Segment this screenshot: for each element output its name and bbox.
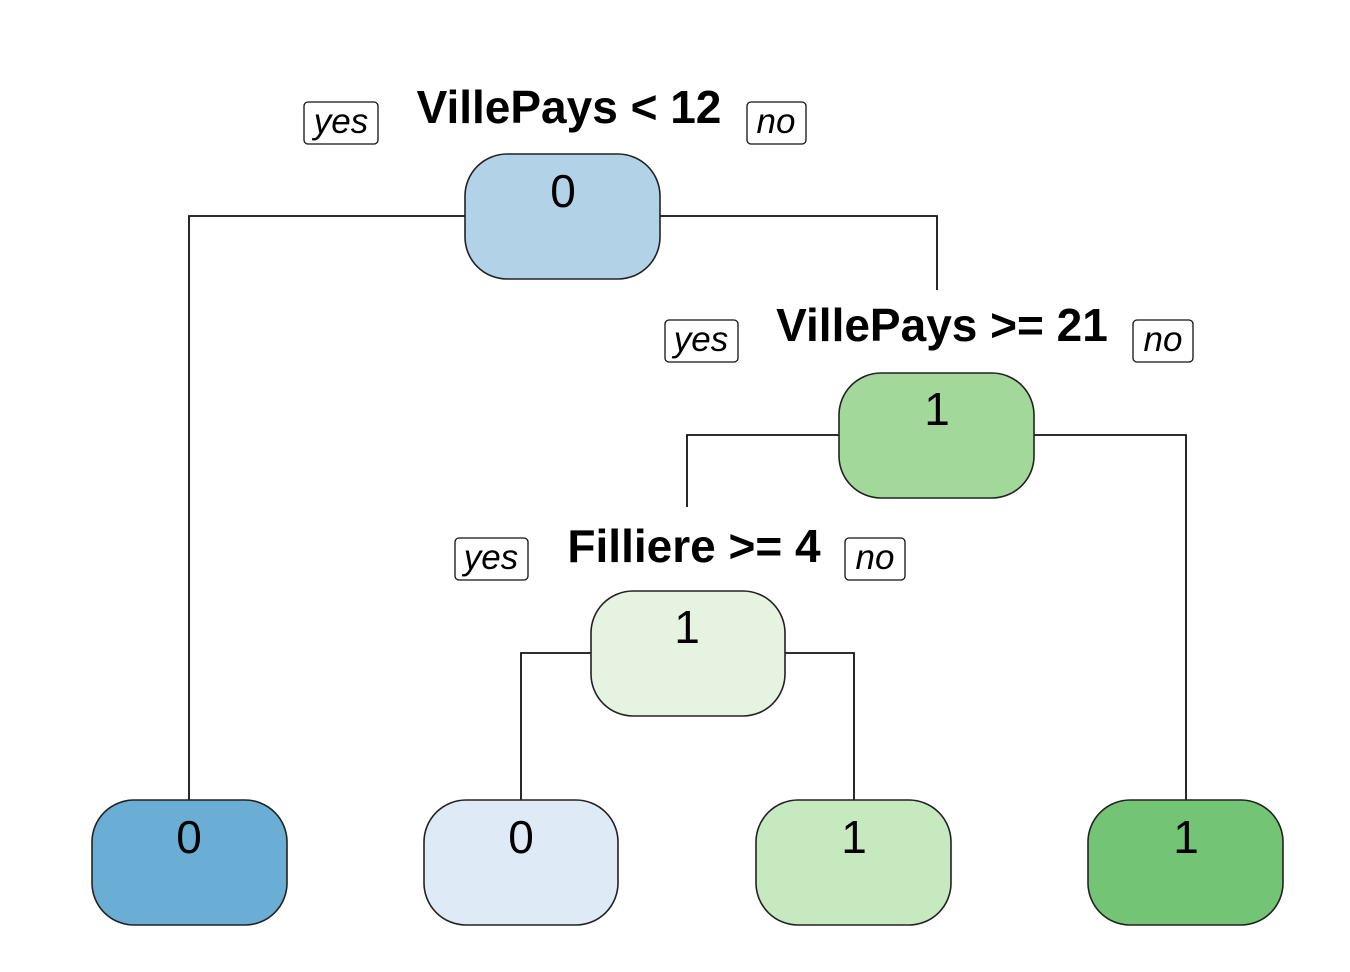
node-root-no-tag: no <box>746 101 807 145</box>
node-3-box <box>838 372 1035 499</box>
edge-node3-to-leaf4 <box>1034 434 1187 800</box>
tree-edges <box>188 215 1187 800</box>
node-root: 0 VillePays < 12 yes no <box>303 81 807 280</box>
node-6-no-tag: no <box>844 537 906 581</box>
node-6-yes-tag: yes <box>454 537 529 581</box>
node-3-value: 1 <box>924 383 950 435</box>
node-6-value: 1 <box>674 601 700 653</box>
edge-node6-to-leaf3 <box>785 652 855 800</box>
no-tag-box <box>844 537 906 581</box>
leaf-3: 1 <box>755 799 952 926</box>
node-root-box <box>464 153 661 280</box>
leaf-1: 0 <box>91 799 288 926</box>
node-3: 1 VillePays >= 21 yes no <box>664 299 1194 499</box>
edge-root-to-leaf1 <box>188 215 465 800</box>
node-3-no-tag: no <box>1132 319 1194 363</box>
edge-node6-to-leaf2 <box>520 652 591 800</box>
node-6: 1 Filliere >= 4 yes no <box>454 520 906 717</box>
yes-tag-label: yes <box>462 538 518 577</box>
leaf-2-box <box>423 799 619 926</box>
leaf-1-box <box>91 799 288 926</box>
edge-node3-to-node6 <box>686 434 839 507</box>
leaf-3-value: 1 <box>841 811 867 863</box>
node-6-split-condition: Filliere >= 4 <box>567 520 821 572</box>
node-3-split-condition: VillePays >= 21 <box>776 299 1108 351</box>
no-tag-box <box>1132 319 1194 363</box>
yes-tag-label: yes <box>312 102 368 141</box>
leaf-2: 0 <box>423 799 619 926</box>
edge-root-to-node3 <box>660 215 938 290</box>
yes-tag-box <box>664 319 739 363</box>
leaf-2-value: 0 <box>508 811 534 863</box>
yes-tag-label: yes <box>672 320 728 359</box>
no-tag-box <box>746 101 807 145</box>
leaf-1-value: 0 <box>176 811 202 863</box>
no-tag-label: no <box>1144 320 1183 359</box>
node-root-split-condition: VillePays < 12 <box>417 81 722 133</box>
node-root-yes-tag: yes <box>303 101 379 145</box>
no-tag-label: no <box>856 538 895 577</box>
no-tag-label: no <box>757 102 796 141</box>
node-6-box <box>590 590 786 717</box>
yes-tag-box <box>303 101 379 145</box>
leaf-4: 1 <box>1087 799 1284 926</box>
node-3-yes-tag: yes <box>664 319 739 363</box>
node-root-value: 0 <box>550 165 576 217</box>
leaf-3-box <box>755 799 952 926</box>
leaf-4-box <box>1087 799 1284 926</box>
yes-tag-box <box>454 537 529 581</box>
leaf-4-value: 1 <box>1173 811 1199 863</box>
